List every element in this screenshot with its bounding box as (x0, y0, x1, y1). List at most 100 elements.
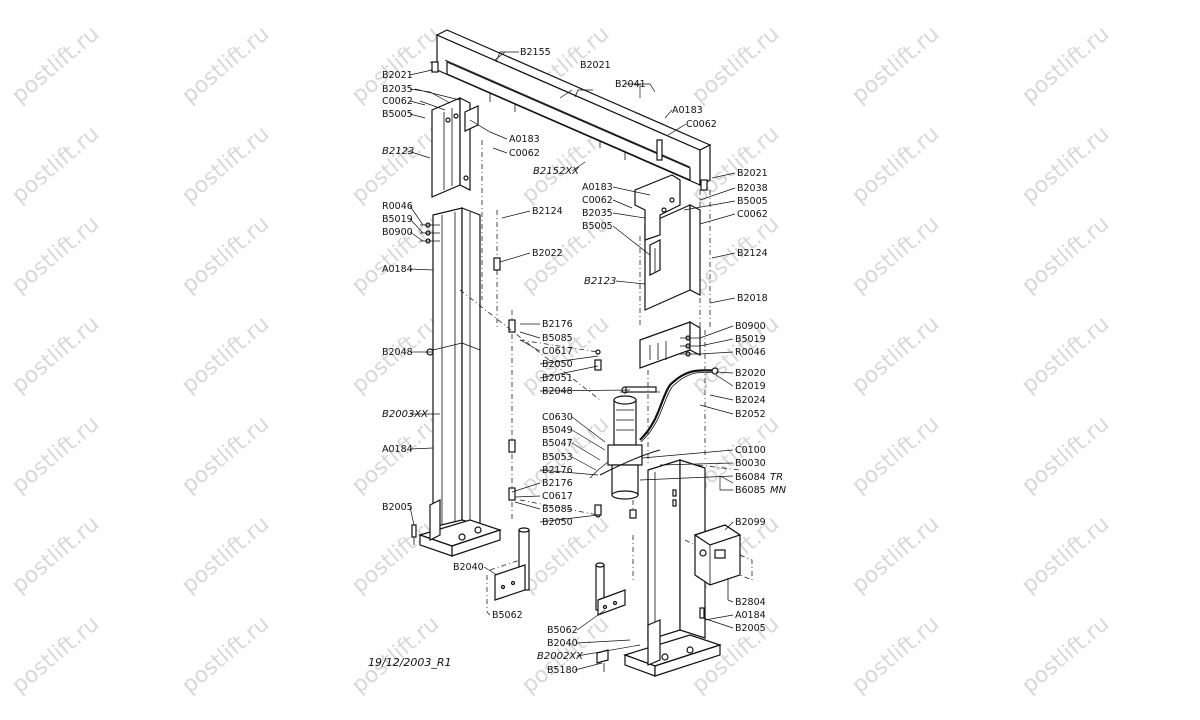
label-B2050-1: B2050 (542, 359, 573, 370)
label-B2123-right: B2123 (584, 276, 616, 287)
label-C0617-1: C0617 (542, 346, 573, 357)
label-B5047: B5047 (542, 438, 573, 449)
motor-pump-unit (589, 386, 661, 616)
label-B2099: B2099 (735, 517, 766, 528)
label-B2804: B2804 (735, 597, 766, 608)
watermark-text: postlift.ru (1017, 311, 1114, 398)
label-B2155: B2155 (520, 47, 551, 58)
bolt-icon (431, 61, 439, 73)
watermark-text: postlift.ru (177, 311, 274, 398)
label-B2003XX: B2003XX (382, 409, 429, 420)
watermark-text: postlift.ru (7, 611, 104, 698)
watermark-text: postlift.ru (177, 21, 274, 108)
left-cables (459, 210, 602, 612)
label-B5085-1: B5085 (542, 333, 573, 344)
watermark-text: postlift.ru (177, 411, 274, 498)
label-B2051: B2051 (542, 373, 573, 384)
label-A0183-left: A0183 (509, 134, 540, 145)
watermark-text: postlift.ru (847, 411, 944, 498)
label-B2020: B2020 (735, 368, 766, 379)
watermark-text: postlift.ru (1017, 511, 1114, 598)
assembly-lines (620, 190, 741, 471)
label-B2176-2: B2176 (542, 465, 573, 476)
label-B2021-top: B2021 (580, 60, 611, 71)
label-B5180: B5180 (547, 665, 578, 676)
label-B2021-left: B2021 (382, 70, 413, 81)
watermark-text: postlift.ru (847, 21, 944, 108)
watermark-text: postlift.ru (347, 121, 444, 208)
label-C0062-left: C0062 (382, 96, 413, 107)
label-B2124-right: B2124 (737, 248, 768, 259)
label-B2048-left: B2048 (382, 347, 413, 358)
watermark-text: postlift.ru (7, 411, 104, 498)
bolt-icon (700, 179, 708, 191)
watermark-text: postlift.ru (7, 21, 104, 108)
label-B5019-left: B5019 (382, 214, 413, 225)
watermark-text: postlift.ru (1017, 211, 1114, 298)
control-box (684, 524, 753, 600)
left-column (411, 207, 502, 557)
watermark-text: postlift.ru (1017, 121, 1114, 208)
label-B2038: B2038 (737, 183, 768, 194)
label-TR: TR (770, 472, 783, 483)
right-upper-bracket (634, 139, 701, 311)
watermark-text: postlift.ru (687, 211, 784, 298)
label-B5062-right: B5062 (547, 625, 578, 636)
label-R0046-right: R0046 (735, 347, 766, 358)
label-B2035-left: B2035 (382, 84, 413, 95)
label-C0062-right: C0062 (686, 119, 717, 130)
label-B5049: B5049 (542, 425, 573, 436)
label-A0183-mid: A0183 (582, 182, 613, 193)
label-B5085-2: B5085 (542, 504, 573, 515)
top-crossbeam (429, 29, 712, 191)
label-B2124-left: B2124 (532, 206, 563, 217)
watermark-text: postlift.ru (7, 211, 104, 298)
label-A0184-right: A0184 (735, 610, 766, 621)
label-B2176-1: B2176 (542, 319, 573, 330)
label-B5005-left: B5005 (382, 109, 413, 120)
leader-lines (407, 51, 736, 671)
label-B2050-2: B2050 (542, 517, 573, 528)
watermark-text: postlift.ru (7, 511, 104, 598)
label-B2123-left: B2123 (382, 146, 414, 157)
label-B2022: B2022 (532, 248, 563, 259)
watermark-text: postlift.ru (177, 511, 274, 598)
label-B2152XX: B2152XX (533, 166, 580, 177)
left-upper-bracket (431, 97, 483, 300)
right-column (596, 320, 722, 677)
label-B0900-left: B0900 (382, 227, 413, 238)
label-B2048-mid: B2048 (542, 386, 573, 397)
watermark-text: postlift.ru (847, 211, 944, 298)
label-C0062-left2: C0062 (509, 148, 540, 159)
label-B2005-right: B2005 (735, 623, 766, 634)
label-A0183-right: A0183 (672, 105, 703, 116)
label-B2002XX: B2002XX (537, 651, 584, 662)
label-B2041: B2041 (615, 79, 646, 90)
watermark-text: postlift.ru (347, 411, 444, 498)
label-C0630: C0630 (542, 412, 573, 423)
label-R0046-left: R0046 (382, 201, 413, 212)
part-labels: B2155 B2021 B2041 B2021 B2035 C0062 B500… (382, 47, 787, 676)
label-A0184-left2: A0184 (382, 444, 413, 455)
label-B2035-mid: B2035 (582, 208, 613, 219)
label-B0900-right: B0900 (735, 321, 766, 332)
label-B5005-right: B5005 (737, 196, 768, 207)
watermark-text: postlift.ru (847, 511, 944, 598)
watermark-text: postlift.ru (177, 611, 274, 698)
label-A0184-left1: A0184 (382, 264, 413, 275)
label-B2005-left: B2005 (382, 502, 413, 513)
watermark-text: postlift.ru (847, 121, 944, 208)
label-B2019: B2019 (735, 381, 766, 392)
label-B5005-mid: B5005 (582, 221, 613, 232)
label-B2052: B2052 (735, 409, 766, 420)
label-B5062-left: B5062 (492, 610, 523, 621)
watermark-text: postlift.ru (177, 211, 274, 298)
label-C0062-mid: C0062 (582, 195, 613, 206)
label-B0030: B0030 (735, 458, 766, 469)
label-B6084: B6084 (735, 472, 766, 483)
watermark-text: postlift.ru (687, 21, 784, 108)
label-B2024: B2024 (735, 395, 766, 406)
watermark-text: postlift.ru (847, 311, 944, 398)
watermark-text: postlift.ru (1017, 21, 1114, 108)
